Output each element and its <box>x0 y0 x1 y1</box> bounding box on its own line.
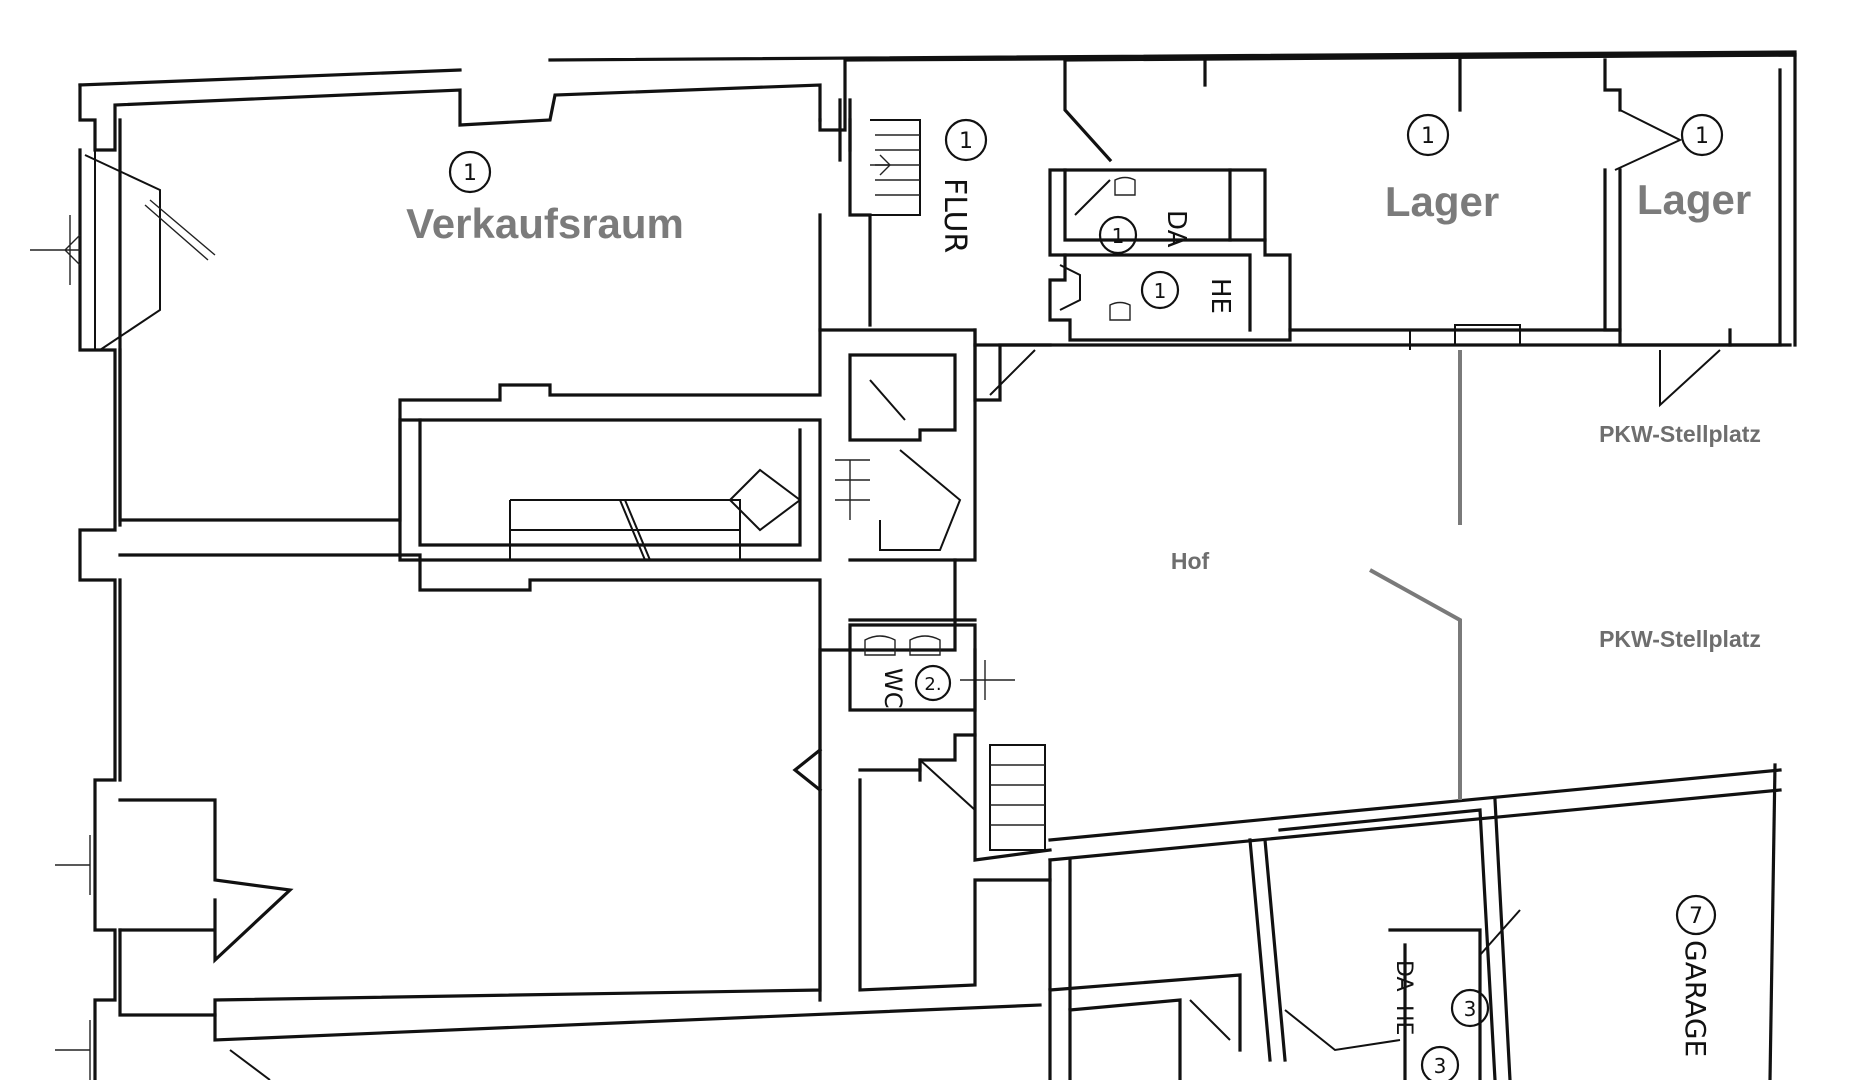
lower-left-room <box>55 553 1042 1080</box>
da-lower-number: 3 <box>1464 997 1477 1021</box>
hof-area <box>960 343 1792 800</box>
wc-da-number: 1 <box>1112 224 1125 248</box>
wc-he-number: 1 <box>1154 279 1167 303</box>
he-lower-number-circle <box>1420 1045 1460 1080</box>
hof-label: Hof <box>1171 548 1210 574</box>
lager-2-number-circle <box>1680 113 1724 157</box>
lower-right-rooms <box>1048 808 1521 1080</box>
da-lower-number-circle <box>1450 988 1490 1028</box>
wc-da-number-circle <box>1098 215 1138 255</box>
wc-da-label: DA <box>1161 210 1191 248</box>
room-labels: Verkaufsraum Lager Lager Hof PKW-Stellpl… <box>406 176 1761 1057</box>
pkw-stellplatz-2-label: PKW-Stellplatz <box>1599 626 1761 652</box>
da-lower-label: DA <box>1391 960 1416 992</box>
wc-he-number-circle <box>1140 270 1180 310</box>
wc-ground-number: 2. <box>924 674 941 695</box>
flur-number-circle <box>944 118 988 162</box>
wc-ground-number-circle <box>914 664 952 702</box>
wc-ground-room <box>848 623 977 712</box>
lager-2-number: 1 <box>1695 124 1709 149</box>
wc-he-label: HE <box>1205 278 1235 314</box>
he-lower-label: HE <box>1391 1005 1416 1035</box>
flur-number: 1 <box>959 129 973 154</box>
lower-stairs <box>792 648 1052 992</box>
stair-core <box>398 328 1052 1002</box>
lager-1-label: Lager <box>1385 178 1499 225</box>
lager-1-number-circle <box>1406 113 1450 157</box>
garage-number-circle <box>1675 894 1717 936</box>
outer-walls <box>78 50 1797 1080</box>
lager-2-label: Lager <box>1637 176 1751 223</box>
wc-block-top <box>1048 58 1292 342</box>
verkaufsraum-label: Verkaufsraum <box>406 200 684 247</box>
verkaufsraum-room <box>30 98 852 522</box>
room-number-markers: 1 1 1 1 1 1 2. 7 3 3 <box>448 113 1724 1080</box>
garage-number: 7 <box>1689 904 1703 929</box>
flur-label: FLUR <box>937 178 972 253</box>
verkaufsraum-number-circle <box>448 150 492 194</box>
wc-ground-label: WC <box>879 668 907 709</box>
garage-label: GARAGE <box>1679 940 1712 1057</box>
verkaufsraum-number: 1 <box>463 161 477 186</box>
pkw-stellplatz-1-label: PKW-Stellplatz <box>1599 421 1761 447</box>
he-lower-number: 3 <box>1434 1054 1447 1078</box>
lager-1-number: 1 <box>1421 124 1435 149</box>
flur-room <box>848 118 921 327</box>
